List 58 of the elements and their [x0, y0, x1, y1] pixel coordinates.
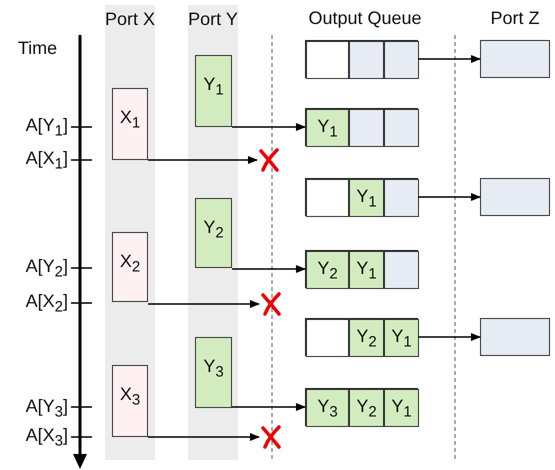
- port-buffer-box: [480, 40, 550, 78]
- queue-box: [305, 388, 418, 426]
- queue-slot: [384, 41, 419, 79]
- axis-title: Time: [16, 36, 58, 60]
- arrow: [232, 123, 306, 131]
- drop-mark-icon: [259, 292, 283, 316]
- packet-box: X$_{3}$: [112, 365, 148, 437]
- packet-box: Y$_{3}$: [195, 337, 232, 408]
- arrow: [418, 333, 481, 341]
- port-column: [105, 5, 155, 460]
- queue-slot: [349, 109, 384, 147]
- queue-slot: Y$_{1}$: [349, 179, 384, 217]
- drop-mark-icon: [257, 148, 281, 172]
- arrow: [148, 300, 260, 308]
- port-buffer-box: [480, 178, 550, 216]
- queue-box: [305, 108, 418, 146]
- queue-slot: Y$_{1}$: [384, 319, 419, 357]
- queue-slot: [384, 179, 419, 217]
- packet-box: Y$_{1}$: [195, 55, 232, 127]
- port-column: [188, 5, 238, 460]
- arrow: [232, 403, 306, 411]
- queue-slot: Y$_{1}$: [349, 251, 384, 289]
- queue-slot: [384, 109, 419, 147]
- column-heading: Port Y: [187, 8, 239, 30]
- arrow: [418, 193, 481, 201]
- drop-mark-icon: [259, 425, 283, 449]
- queue-slot: Y$_{2}$: [349, 319, 384, 357]
- queue-box: [305, 178, 418, 216]
- arrow: [148, 433, 260, 441]
- column-heading: Port Z: [489, 6, 540, 30]
- arrow: [418, 55, 481, 63]
- arrival-label: A[Y$_{3}$]: [24, 396, 68, 420]
- queue-box: [305, 250, 418, 288]
- queue-box: [305, 318, 418, 356]
- arrow: [148, 156, 258, 164]
- arrival-label: A[Y$_{1}$]: [24, 115, 68, 139]
- arrival-label: A[Y$_{2}$]: [24, 256, 68, 280]
- queue-slot: Y$_{2}$: [349, 389, 384, 427]
- column-heading: Output Queue: [307, 6, 423, 30]
- queue-slot: [306, 41, 349, 79]
- column-heading: Port X: [104, 8, 156, 30]
- queue-slot: Y$_{1}$: [306, 109, 349, 147]
- arrival-label: A[X$_{2}$]: [24, 291, 68, 315]
- queue-slot: [306, 319, 349, 357]
- port-buffer-box: [480, 318, 550, 356]
- packet-box: X$_{1}$: [112, 88, 148, 160]
- queue-slot: Y$_{1}$: [384, 389, 419, 427]
- arrival-label: A[X$_{3}$]: [24, 425, 68, 449]
- queue-slot: Y$_{3}$: [306, 389, 349, 427]
- queue-slot: [384, 251, 419, 289]
- queue-box: [305, 40, 418, 78]
- queue-slot: Y$_{2}$: [306, 251, 349, 289]
- queue-slot: [306, 179, 349, 217]
- packet-box: X$_{2}$: [112, 232, 148, 302]
- arrival-label: A[X$_{1}$]: [24, 148, 68, 172]
- queue-slot: [349, 41, 384, 79]
- packet-box: Y$_{2}$: [195, 198, 232, 268]
- arrow: [232, 265, 306, 273]
